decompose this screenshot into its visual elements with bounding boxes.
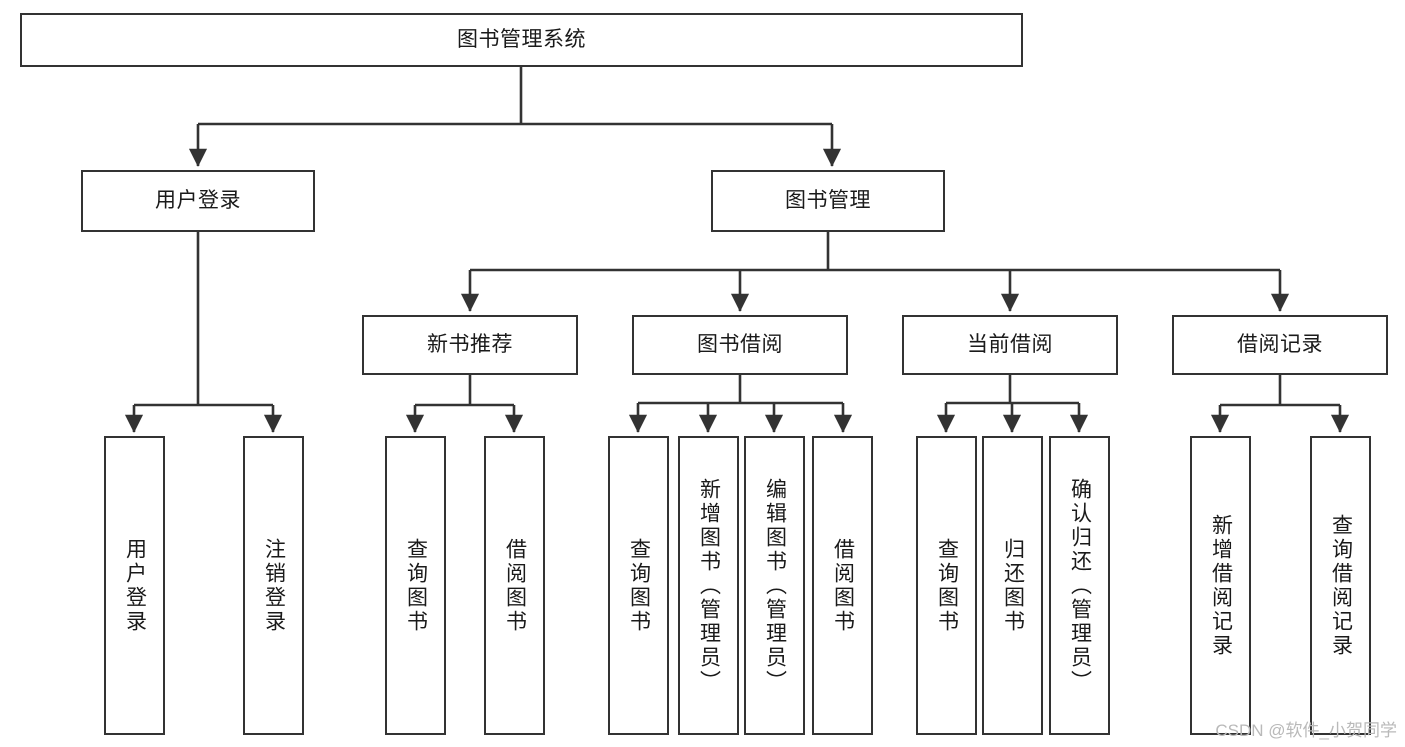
- node-borrow-record-label: 借阅记录: [1237, 332, 1323, 356]
- node-root[interactable]: 图书管理系统: [20, 13, 1023, 67]
- leaf-logout[interactable]: 注销登录: [243, 436, 304, 735]
- leaf-return-book-label: 归还图书: [1001, 537, 1025, 634]
- leaf-return-book[interactable]: 归还图书: [982, 436, 1043, 735]
- leaf-add-book-admin[interactable]: 新增图书（管理员）: [678, 436, 739, 735]
- node-user-login[interactable]: 用户登录: [81, 170, 315, 232]
- leaf-query-borrow-record-label: 查询借阅记录: [1329, 513, 1353, 658]
- leaf-query-borrow-record[interactable]: 查询借阅记录: [1310, 436, 1371, 735]
- leaf-query-book-newbook-label: 查询图书: [404, 537, 428, 634]
- leaf-add-borrow-record[interactable]: 新增借阅记录: [1190, 436, 1251, 735]
- leaf-query-book-newbook[interactable]: 查询图书: [385, 436, 446, 735]
- node-new-book-recommend[interactable]: 新书推荐: [362, 315, 578, 375]
- node-user-login-label: 用户登录: [155, 188, 241, 212]
- node-book-management[interactable]: 图书管理: [711, 170, 945, 232]
- leaf-query-book-current[interactable]: 查询图书: [916, 436, 977, 735]
- node-borrow-record[interactable]: 借阅记录: [1172, 315, 1388, 375]
- node-current-borrow-label: 当前借阅: [967, 332, 1053, 356]
- node-new-book-recommend-label: 新书推荐: [427, 332, 513, 356]
- leaf-borrow-book-newbook[interactable]: 借阅图书: [484, 436, 545, 735]
- leaf-add-book-admin-label: 新增图书（管理员）: [697, 477, 721, 694]
- leaf-user-login[interactable]: 用户登录: [104, 436, 165, 735]
- leaf-borrow-book-borrow-label: 借阅图书: [831, 537, 855, 634]
- csdn-watermark: CSDN @软件_小贺同学: [1215, 721, 1397, 740]
- leaf-confirm-return-admin[interactable]: 确认归还（管理员）: [1049, 436, 1110, 735]
- leaf-query-book-borrow[interactable]: 查询图书: [608, 436, 669, 735]
- node-current-borrow[interactable]: 当前借阅: [902, 315, 1118, 375]
- leaf-logout-label: 注销登录: [262, 537, 286, 634]
- leaf-borrow-book-borrow[interactable]: 借阅图书: [812, 436, 873, 735]
- leaf-borrow-book-newbook-label: 借阅图书: [503, 537, 527, 634]
- node-book-management-label: 图书管理: [785, 188, 871, 212]
- node-root-label: 图书管理系统: [457, 27, 586, 51]
- leaf-user-login-label: 用户登录: [123, 537, 147, 634]
- leaf-add-borrow-record-label: 新增借阅记录: [1209, 513, 1233, 658]
- leaf-edit-book-admin[interactable]: 编辑图书（管理员）: [744, 436, 805, 735]
- leaf-edit-book-admin-label: 编辑图书（管理员）: [763, 477, 787, 694]
- leaf-confirm-return-admin-label: 确认归还（管理员）: [1068, 477, 1092, 694]
- node-book-borrow[interactable]: 图书借阅: [632, 315, 848, 375]
- leaf-query-book-current-label: 查询图书: [935, 537, 959, 634]
- node-book-borrow-label: 图书借阅: [697, 332, 783, 356]
- leaf-query-book-borrow-label: 查询图书: [627, 537, 651, 634]
